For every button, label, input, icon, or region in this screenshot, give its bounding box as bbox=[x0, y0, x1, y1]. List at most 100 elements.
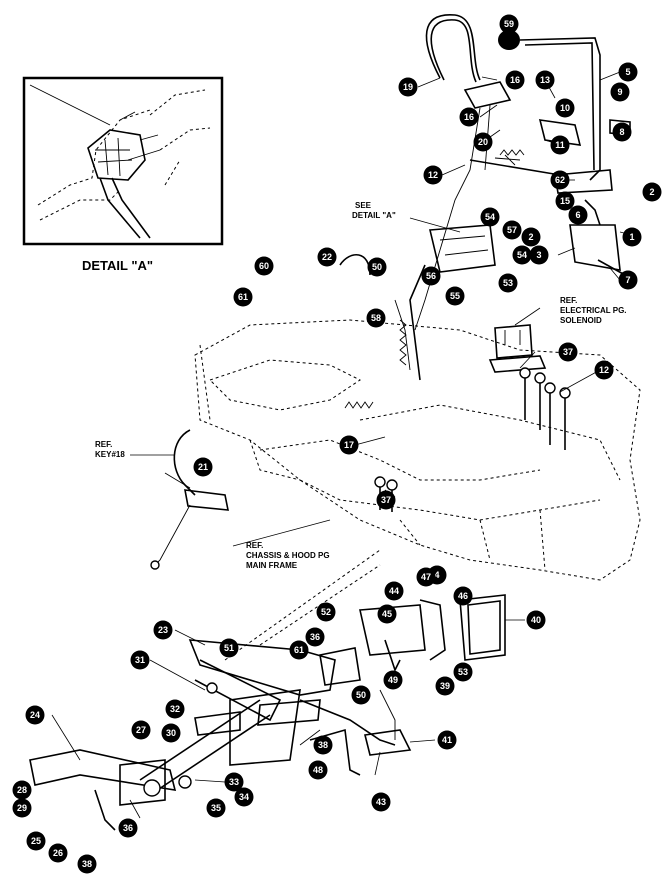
ref-chassis-note-line-3: MAIN FRAME bbox=[246, 561, 298, 570]
callout-number: 11 bbox=[555, 140, 565, 150]
callout-53: 53 bbox=[453, 662, 473, 682]
callout-21: 21 bbox=[193, 457, 213, 477]
callout-badge bbox=[12, 798, 32, 818]
callout-badge bbox=[521, 227, 541, 247]
callout-44: 44 bbox=[384, 581, 404, 601]
callout-badge bbox=[77, 854, 97, 874]
callout-22: 22 bbox=[317, 247, 337, 267]
callout-badge bbox=[555, 98, 575, 118]
callout-number: 37 bbox=[381, 495, 391, 505]
callout-2: 2 bbox=[642, 182, 662, 202]
callout-badge bbox=[339, 435, 359, 455]
ref-key-note-line-1: REF. bbox=[95, 440, 112, 449]
callout-number: 38 bbox=[82, 859, 92, 869]
callout-number: 43 bbox=[376, 797, 386, 807]
callout-number: 16 bbox=[510, 75, 520, 85]
callout-number: 19 bbox=[403, 82, 413, 92]
callout-badge bbox=[12, 780, 32, 800]
callout-badge bbox=[550, 135, 570, 155]
callout-23: 23 bbox=[153, 620, 173, 640]
callout-12: 12 bbox=[594, 360, 614, 380]
callout-badge bbox=[610, 82, 630, 102]
callout-badge bbox=[383, 670, 403, 690]
callout-badge bbox=[618, 270, 638, 290]
callout-badge bbox=[459, 107, 479, 127]
callout-number: 17 bbox=[344, 440, 354, 450]
callout-badge bbox=[289, 640, 309, 660]
detail-a-inset bbox=[22, 76, 224, 246]
leader-lines bbox=[51, 71, 641, 819]
callout-badge bbox=[376, 490, 396, 510]
throttle-cable-assembly bbox=[394, 14, 631, 381]
callout-9: 9 bbox=[610, 82, 630, 102]
reference-notes: SEE DETAIL "A" REF. ELECTRICAL PG. SOLEN… bbox=[95, 201, 627, 570]
callout-38: 38 bbox=[313, 735, 333, 755]
callout-15: 15 bbox=[555, 191, 575, 211]
callout-number: 61 bbox=[238, 292, 248, 302]
callout-badge bbox=[308, 760, 328, 780]
callout-7: 7 bbox=[618, 270, 638, 290]
callout-number: 56 bbox=[426, 271, 436, 281]
callout-37: 37 bbox=[558, 342, 578, 362]
callout-badge bbox=[480, 207, 500, 227]
callout-badge bbox=[384, 581, 404, 601]
callout-number: 3 bbox=[536, 250, 541, 260]
callout-number: 57 bbox=[507, 225, 517, 235]
callout-number: 47 bbox=[421, 572, 431, 582]
callout-number: 60 bbox=[259, 261, 269, 271]
main-frame-reference bbox=[194, 319, 641, 581]
callout-35: 35 bbox=[206, 798, 226, 818]
callout-badge bbox=[555, 191, 575, 211]
callout-number: 41 bbox=[442, 735, 452, 745]
callout-badge bbox=[502, 220, 522, 240]
callout-badge bbox=[498, 273, 518, 293]
callout-17: 17 bbox=[339, 435, 359, 455]
callout-11: 11 bbox=[550, 135, 570, 155]
callout-number: 54 bbox=[517, 250, 527, 260]
callout-number: 16 bbox=[464, 112, 474, 122]
callout-57: 57 bbox=[502, 220, 522, 240]
callout-31: 31 bbox=[130, 650, 150, 670]
callout-number: 2 bbox=[528, 232, 533, 242]
callout-5: 5 bbox=[618, 62, 638, 82]
callout-badge bbox=[351, 685, 371, 705]
callout-badge bbox=[371, 792, 391, 812]
callout-8: 8 bbox=[612, 122, 632, 142]
callout-number: 8 bbox=[619, 127, 624, 137]
callout-52: 52 bbox=[316, 602, 336, 622]
callout-badge bbox=[161, 723, 181, 743]
callout-number: 61 bbox=[294, 645, 304, 655]
callout-badge bbox=[416, 567, 436, 587]
callout-badge bbox=[453, 662, 473, 682]
callout-19: 19 bbox=[398, 77, 418, 97]
callout-45: 45 bbox=[377, 604, 397, 624]
callout-number: 48 bbox=[313, 765, 323, 775]
see-detail-note-line-1: SEE bbox=[355, 201, 372, 210]
callout-badge bbox=[618, 62, 638, 82]
callout-badge bbox=[437, 730, 457, 750]
callout-number: 52 bbox=[321, 607, 331, 617]
detail-a-label: DETAIL "A" bbox=[82, 258, 153, 273]
callout-60: 60 bbox=[254, 256, 274, 276]
callout-37: 37 bbox=[376, 490, 396, 510]
callout-badge bbox=[206, 798, 226, 818]
callout-59: 59 bbox=[499, 14, 519, 34]
ref-key-note-line-2: KEY#18 bbox=[95, 450, 125, 459]
pedal-linkage-assembly bbox=[29, 549, 506, 831]
callout-28: 28 bbox=[12, 780, 32, 800]
callout-number: 53 bbox=[458, 667, 468, 677]
callout-62: 62 bbox=[550, 170, 570, 190]
callout-55: 55 bbox=[445, 286, 465, 306]
solenoid bbox=[488, 324, 547, 373]
callout-badge bbox=[642, 182, 662, 202]
callout-badge bbox=[118, 818, 138, 838]
callout-number: 46 bbox=[458, 591, 468, 601]
callout-badge bbox=[421, 266, 441, 286]
callout-50: 50 bbox=[351, 685, 371, 705]
callout-number: 30 bbox=[166, 728, 176, 738]
callout-58: 58 bbox=[366, 308, 386, 328]
callout-number: 20 bbox=[478, 137, 488, 147]
callout-29: 29 bbox=[12, 798, 32, 818]
callout-badge bbox=[529, 245, 549, 265]
